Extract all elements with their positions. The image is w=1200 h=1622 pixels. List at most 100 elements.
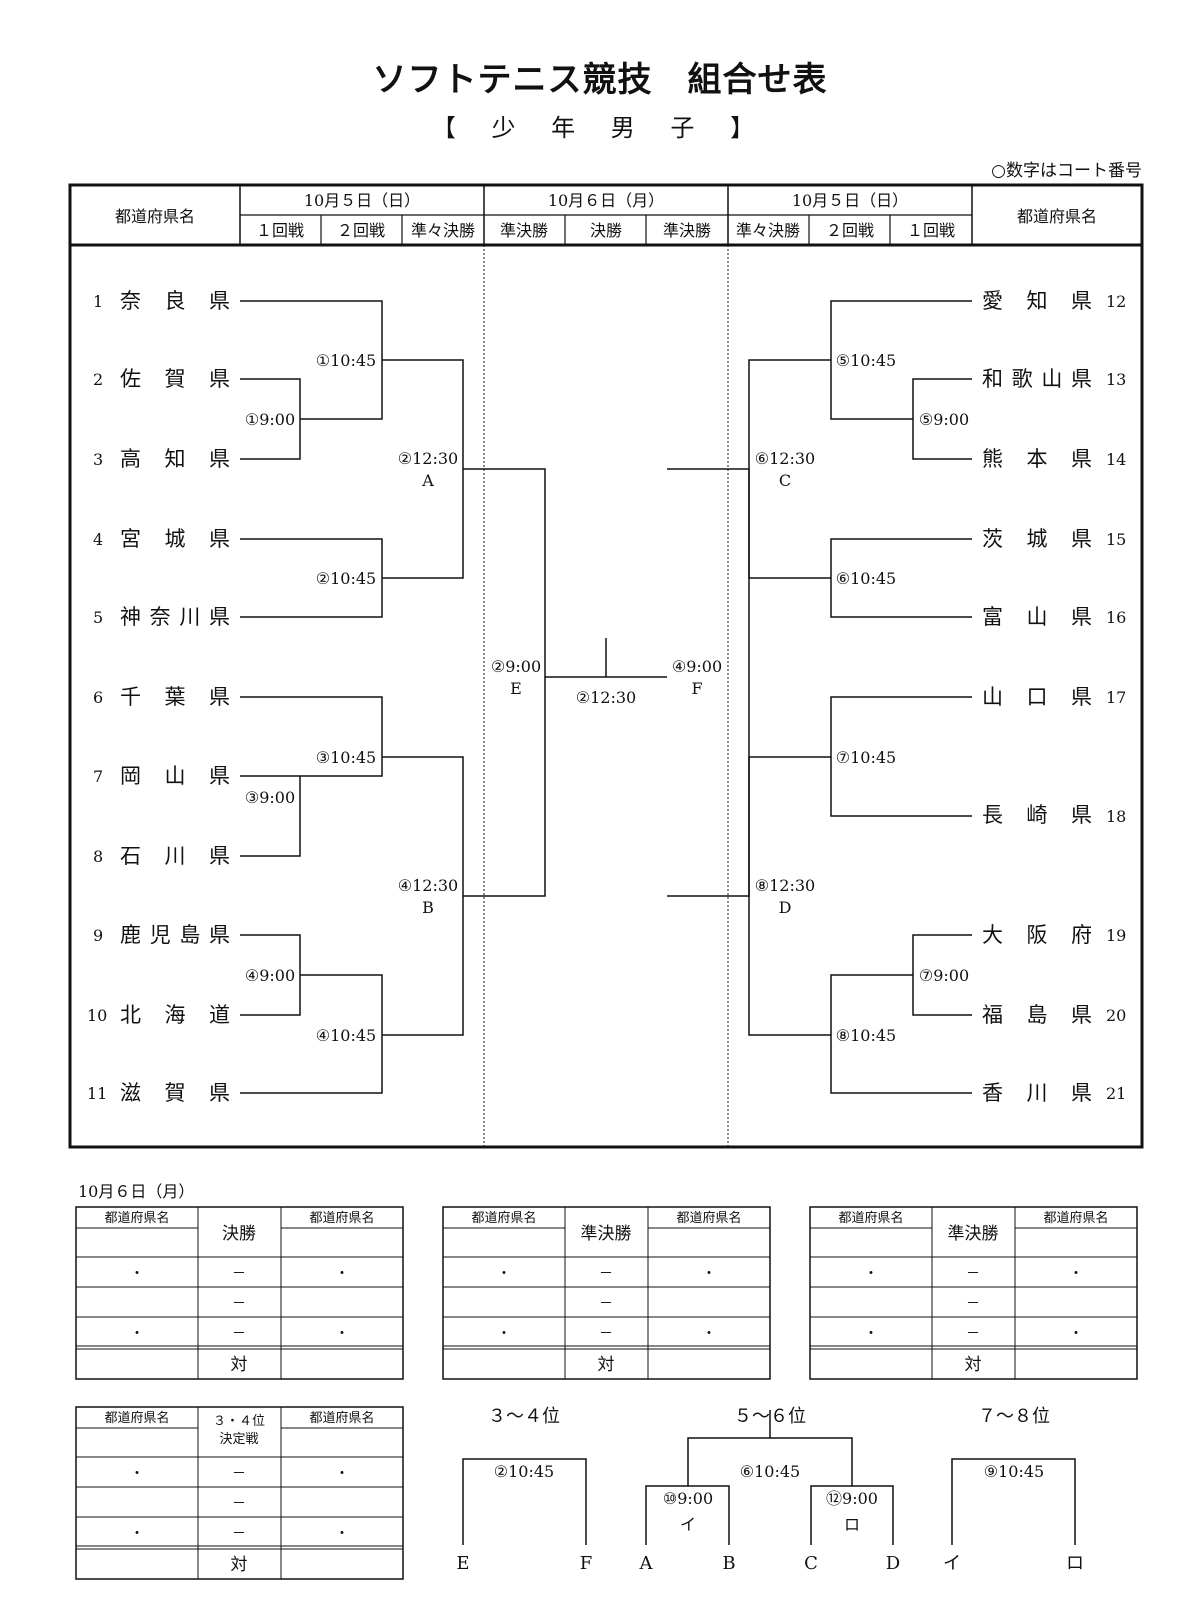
team-name: 熊 本 県: [982, 447, 1092, 471]
header-round: 準決勝: [500, 221, 548, 240]
match-label: ⑫9:00: [826, 1489, 878, 1508]
table-dot: ・: [864, 1326, 878, 1342]
match-label: ⑥12:30: [755, 449, 815, 468]
team-number: 1: [93, 292, 103, 311]
placement-seed: A: [639, 1553, 654, 1574]
table-dash: －: [232, 1496, 246, 1512]
match-label: ①9:00: [245, 410, 295, 429]
placement-title: ３～４位: [488, 1406, 560, 1427]
table-dot: ・: [497, 1266, 511, 1282]
table-pref-header: 都道府県名: [1043, 1210, 1108, 1226]
team-name: 佐 賀 県: [120, 367, 230, 391]
match-code: F: [691, 679, 702, 698]
team-number: 19: [1106, 926, 1126, 945]
table-vs: 対: [965, 1355, 982, 1375]
match-label: ①10:45: [316, 351, 376, 370]
header-pref-right: 都道府県名: [1017, 207, 1097, 226]
header-round: １回戦: [256, 221, 304, 240]
table-dot: ・: [130, 1326, 144, 1342]
table-dot: ・: [497, 1326, 511, 1342]
left-team-names: 奈 良 県 佐 賀 県 高 知 県 宮 城 県 神奈川県 千 葉 県 岡 山 県…: [120, 289, 230, 1105]
team-number: 15: [1106, 530, 1126, 549]
table-dash: －: [966, 1326, 980, 1342]
match-label: ⑨10:45: [984, 1462, 1044, 1481]
team-name: 石 川 県: [120, 844, 230, 868]
team-name: 宮 城 県: [120, 527, 230, 551]
table-dot: ・: [130, 1266, 144, 1282]
match-code: ロ: [844, 1515, 860, 1534]
table-dash: －: [599, 1296, 613, 1312]
placement-seed: E: [456, 1553, 469, 1574]
table-title: 決勝: [222, 1224, 256, 1244]
match-label: ④9:00: [245, 966, 295, 985]
team-number: 6: [93, 688, 103, 707]
header-round: 決勝: [590, 221, 622, 240]
table-pref-header: 都道府県名: [104, 1410, 169, 1426]
page-title: ソフトテニス競技 組合せ表: [372, 60, 828, 100]
team-number: 20: [1106, 1006, 1126, 1025]
match-label: ②10:45: [494, 1462, 554, 1481]
table-dash: －: [232, 1466, 246, 1482]
table-dot: ・: [130, 1526, 144, 1542]
team-number: 16: [1106, 608, 1126, 627]
match-code: イ: [680, 1515, 696, 1534]
match-label: ⑥10:45: [740, 1462, 800, 1481]
team-number: 12: [1106, 292, 1126, 311]
table-dash: －: [599, 1326, 613, 1342]
placement-seed: イ: [943, 1553, 961, 1574]
match-code: A: [421, 471, 434, 490]
match-code: B: [422, 898, 434, 917]
table-dot: ・: [702, 1326, 716, 1342]
team-number: 4: [93, 530, 103, 549]
team-name: 高 知 県: [120, 447, 230, 471]
table-pref-header: 都道府県名: [676, 1210, 741, 1226]
right-team-names: 愛 知 県 和歌山県 熊 本 県 茨 城 県 富 山 県 山 口 県 長 崎 県…: [982, 289, 1092, 1105]
match-label: ⑥10:45: [836, 569, 896, 588]
team-number: 21: [1106, 1084, 1126, 1103]
match-label: ④10:45: [316, 1026, 376, 1045]
table-title: 決定戦: [219, 1432, 258, 1447]
team-name: 神奈川県: [120, 605, 230, 629]
header-round: 準々決勝: [736, 221, 800, 240]
match-label: ⑤9:00: [919, 410, 969, 429]
match-label: ⑦10:45: [836, 748, 896, 767]
header-round: ２回戦: [826, 221, 874, 240]
table-dot: ・: [335, 1326, 349, 1342]
match-label: ②9:00: [491, 657, 541, 676]
match-label: ⑧12:30: [755, 876, 815, 895]
table-dot: ・: [864, 1266, 878, 1282]
match-code: D: [779, 898, 792, 917]
match-label: ③9:00: [245, 788, 295, 807]
team-name: 鹿児島県: [120, 923, 230, 947]
table-pref-header: 都道府県名: [471, 1210, 536, 1226]
header-day-right: 10月５日（日）: [792, 191, 908, 210]
team-number: 17: [1106, 688, 1126, 707]
team-number: 8: [93, 847, 103, 866]
match-label: ⑩9:00: [663, 1489, 713, 1508]
team-name: 香 川 県: [982, 1081, 1092, 1105]
right-team-numbers: 12 13 14 15 16 17 18 19 20 21: [1106, 292, 1126, 1103]
placement-title: ７～８位: [978, 1406, 1050, 1427]
team-name: 北 海 道: [120, 1003, 230, 1027]
team-name: 和歌山県: [982, 367, 1092, 391]
table-dot: ・: [335, 1526, 349, 1542]
placement-seed: D: [886, 1553, 900, 1574]
header-day-left: 10月５日（日）: [304, 191, 420, 210]
team-number: 18: [1106, 807, 1126, 826]
placement-seed: ロ: [1066, 1553, 1084, 1574]
team-number: 14: [1106, 450, 1126, 469]
page-subtitle: 【 少 年 男 子 】: [431, 114, 769, 142]
match-label: ②10:45: [316, 569, 376, 588]
match-code: E: [510, 679, 522, 698]
header-day-middle: 10月６日（月）: [548, 191, 664, 210]
match-label: ⑧10:45: [836, 1026, 896, 1045]
table-pref-header: 都道府県名: [309, 1210, 374, 1226]
table-vs: 対: [231, 1355, 248, 1375]
table-title: 準決勝: [581, 1224, 632, 1244]
team-name: 富 山 県: [982, 605, 1092, 629]
match-code: C: [779, 471, 791, 490]
bottom-date: 10月６日（月）: [78, 1182, 194, 1201]
team-name: 茨 城 県: [982, 527, 1092, 551]
table-dash: －: [232, 1326, 246, 1342]
